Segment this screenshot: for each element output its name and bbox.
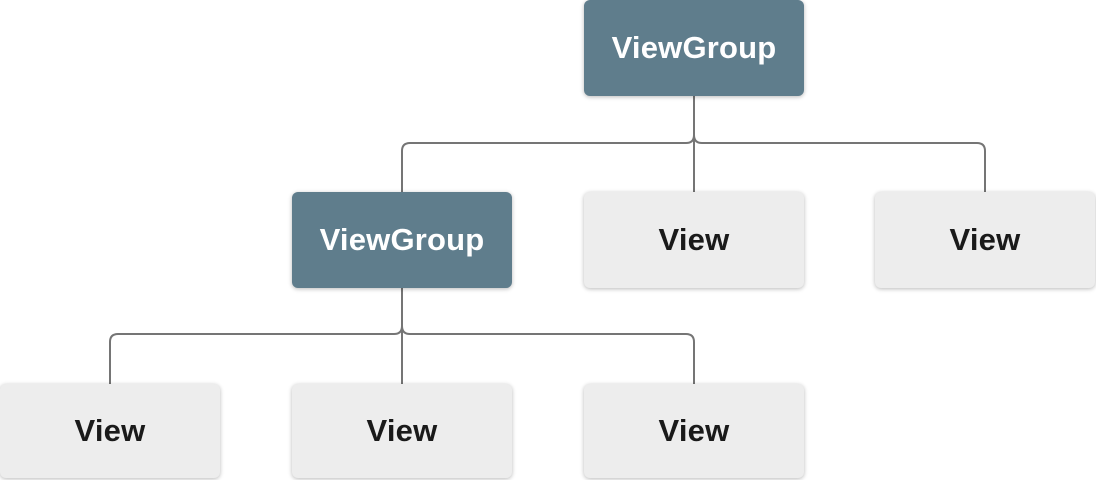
edge-root-to-child-view-2	[693, 96, 986, 192]
edge-child-group-to-leaf-view-1	[109, 288, 403, 384]
node-label: ViewGroup	[319, 222, 485, 257]
node-label: View	[366, 413, 438, 448]
node-leaf-view-1: View	[0, 384, 220, 478]
edge-child-group-to-leaf-view-3	[401, 288, 695, 384]
node-child-viewgroup: ViewGroup	[292, 192, 512, 288]
node-leaf-view-2: View	[292, 384, 512, 478]
node-leaf-view-3: View	[584, 384, 804, 478]
node-label: View	[658, 413, 730, 448]
node-child-view-1: View	[584, 192, 804, 288]
node-label: View	[949, 222, 1021, 257]
node-label: View	[74, 413, 146, 448]
node-child-view-2: View	[875, 192, 1095, 288]
edge-root-to-child-group	[401, 96, 695, 192]
node-label: View	[658, 222, 730, 257]
node-label: ViewGroup	[611, 30, 777, 65]
node-root-viewgroup: ViewGroup	[584, 0, 804, 96]
